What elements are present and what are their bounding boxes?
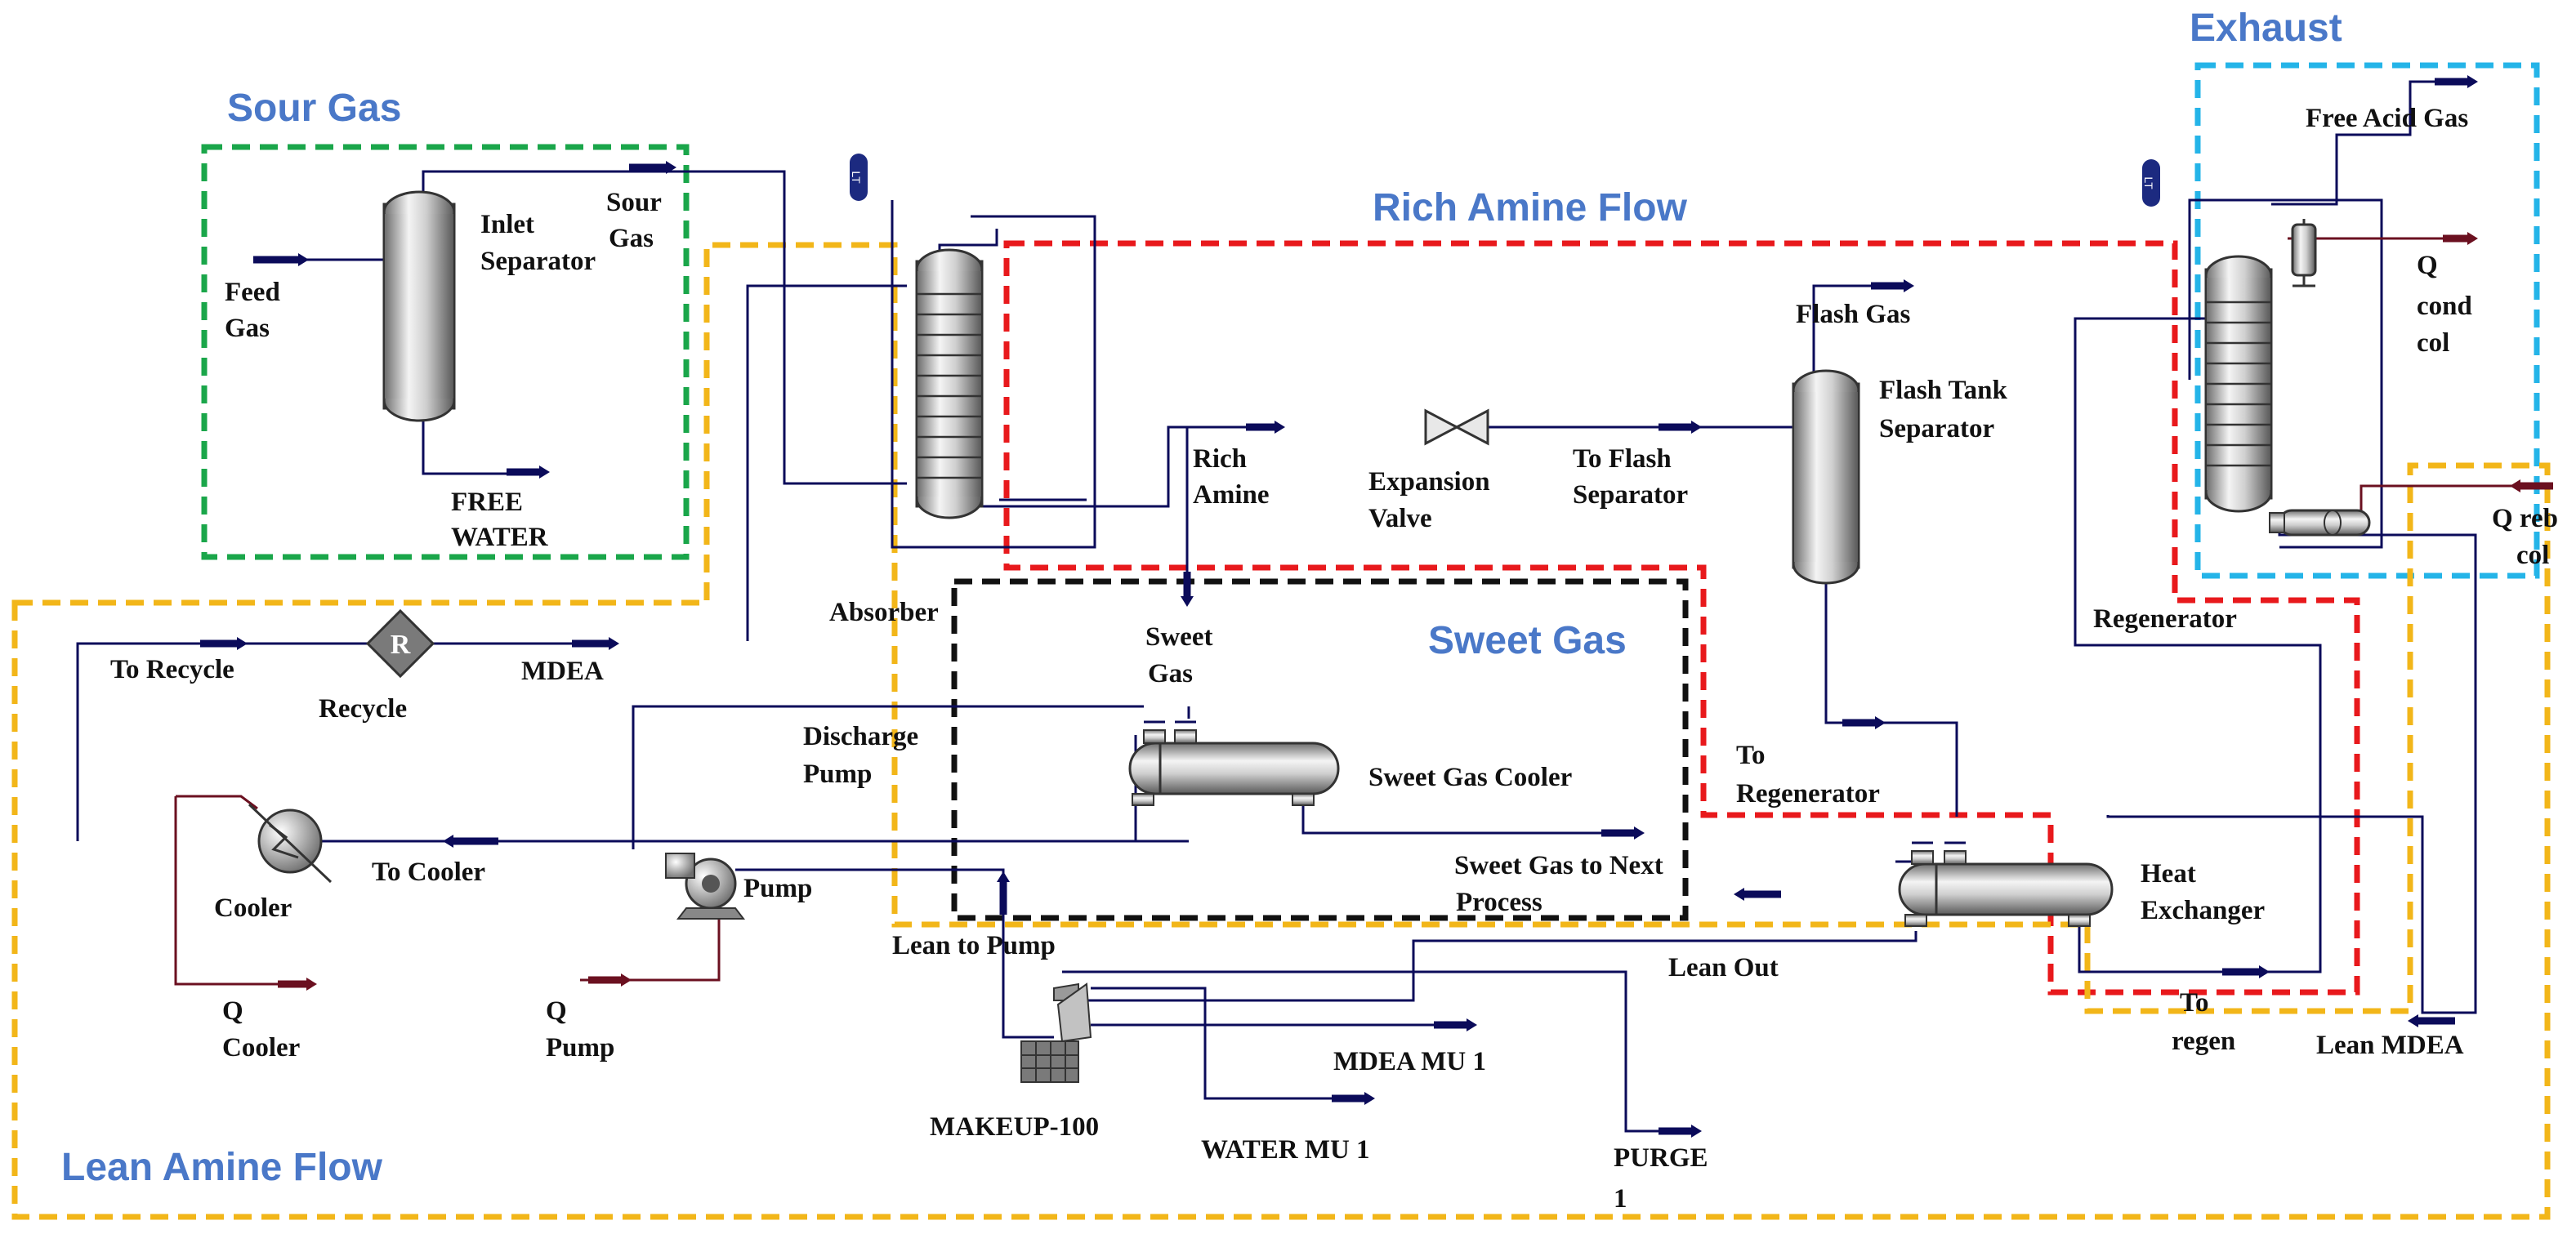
label-lean-out: Lean Out: [1668, 953, 1779, 982]
label-mdea-mu1: MDEA MU 1: [1333, 1047, 1486, 1076]
sweet-gas-region: [951, 578, 1689, 921]
label-rich-amine-2: Amine: [1193, 480, 1270, 510]
region-title-rich-amine-flow: Rich Amine Flow: [1373, 186, 1688, 229]
lt-tag-regenerator[interactable]: LT: [2142, 159, 2160, 207]
label-inlet-separator-2: Separator: [480, 247, 596, 276]
label-q-reb-col-1: Q reb: [2492, 504, 2558, 533]
label-water-mu1: WATER MU 1: [1201, 1135, 1370, 1165]
expansion-valve[interactable]: [1424, 408, 1489, 446]
label-to-regen-1: To: [2180, 988, 2208, 1018]
label-to-cooler: To Cooler: [372, 858, 485, 887]
label-pump: Pump: [743, 874, 812, 903]
label-q-cooler-2: Cooler: [222, 1033, 300, 1062]
label-regenerator: Regenerator: [2093, 604, 2237, 634]
label-free-water-1: FREE: [451, 488, 523, 517]
label-heat-exchanger-2: Exchanger: [2141, 896, 2265, 925]
region-title-sweet-gas: Sweet Gas: [1428, 619, 1627, 662]
label-mdea: MDEA: [521, 657, 604, 686]
label-to-recycle: To Recycle: [110, 655, 234, 684]
label-sweet-gas-next-1: Sweet Gas to Next: [1454, 851, 1663, 880]
region-title-sour-gas: Sour Gas: [227, 87, 401, 130]
label-to-regenerator-1: To: [1736, 741, 1765, 770]
label-flash-gas: Flash Gas: [1796, 300, 1910, 329]
label-to-flash-separator-2: Separator: [1573, 480, 1688, 510]
pump[interactable]: [665, 853, 746, 920]
region-title-lean-amine-flow: Lean Amine Flow: [61, 1146, 383, 1189]
label-to-regen-2: regen: [2172, 1027, 2235, 1056]
material-streams: [76, 80, 2477, 1133]
label-free-water-2: WATER: [451, 523, 549, 552]
label-sour-gas-stream-2: Gas: [609, 224, 654, 253]
label-free-acid-gas: Free Acid Gas: [2306, 104, 2468, 133]
label-q-cond-col-1: Q: [2417, 251, 2438, 280]
flash-tank-separator[interactable]: [1792, 369, 1860, 585]
svg-text:R: R: [391, 630, 411, 660]
inlet-separator[interactable]: [382, 190, 456, 422]
label-q-cooler-1: Q: [222, 996, 243, 1026]
label-to-flash-separator-1: To Flash: [1573, 444, 1672, 474]
region-title-exhaust: Exhaust: [2190, 7, 2342, 50]
regenerator-condenser[interactable]: [2291, 219, 2317, 287]
label-q-reb-col-2: col: [2516, 541, 2549, 570]
rich-amine-region: [1003, 240, 2360, 996]
label-flash-tank-2: Separator: [1879, 414, 1994, 443]
absorber-column[interactable]: [915, 248, 984, 519]
sweet-gas-cooler[interactable]: [1128, 720, 1340, 806]
label-q-cond-col-2: cond: [2417, 292, 2472, 321]
label-purge-2: 1: [1614, 1184, 1627, 1214]
label-lean-mdea: Lean MDEA: [2316, 1031, 2464, 1060]
label-recycle: Recycle: [319, 694, 407, 724]
label-absorber: Absorber: [829, 598, 939, 627]
label-feed-gas-1: Feed: [225, 278, 280, 307]
label-q-pump-1: Q: [546, 996, 567, 1026]
lean-amine-region: [11, 242, 2551, 1220]
label-expansion-valve-1: Expansion: [1368, 467, 1490, 497]
recycle-block[interactable]: R: [365, 608, 435, 679]
label-sweet-gas-stream-2: Gas: [1148, 659, 1193, 688]
label-sweet-gas-next-2: Process: [1456, 888, 1542, 917]
stream-arrows: [200, 75, 2553, 1138]
label-q-pump-2: Pump: [546, 1033, 614, 1062]
makeup-mixer[interactable]: [1020, 982, 1092, 1083]
label-sweet-gas-stream-1: Sweet: [1145, 622, 1212, 652]
exhaust-region: [2194, 62, 2540, 579]
label-cooler: Cooler: [214, 893, 292, 923]
label-q-cond-col-3: col: [2417, 328, 2449, 358]
label-flash-tank-1: Flash Tank: [1879, 376, 2008, 405]
regenerator-column[interactable]: [2204, 255, 2273, 513]
heat-exchanger[interactable]: [1898, 841, 2114, 927]
label-discharge-pump-1: Discharge: [803, 722, 918, 751]
label-makeup: MAKEUP-100: [930, 1112, 1099, 1142]
label-feed-gas-2: Gas: [225, 314, 270, 343]
regenerator-reboiler[interactable]: [2269, 509, 2371, 537]
cooler[interactable]: [248, 803, 333, 884]
label-lean-to-pump: Lean to Pump: [892, 931, 1056, 960]
label-inlet-separator-1: Inlet: [480, 210, 534, 239]
svg-text:LT: LT: [850, 171, 863, 184]
label-rich-amine-1: Rich: [1193, 444, 1247, 474]
label-purge-1: PURGE: [1614, 1143, 1708, 1173]
label-heat-exchanger-1: Heat: [2141, 859, 2196, 889]
label-sour-gas-stream-1: Sour: [606, 188, 662, 217]
svg-text:LT: LT: [2142, 176, 2155, 189]
label-sweet-gas-cooler: Sweet Gas Cooler: [1368, 763, 1572, 792]
lt-tag-absorber[interactable]: LT: [850, 154, 868, 201]
label-expansion-valve-2: Valve: [1368, 504, 1432, 533]
label-to-regenerator-2: Regenerator: [1736, 779, 1880, 809]
label-discharge-pump-2: Pump: [803, 760, 872, 789]
